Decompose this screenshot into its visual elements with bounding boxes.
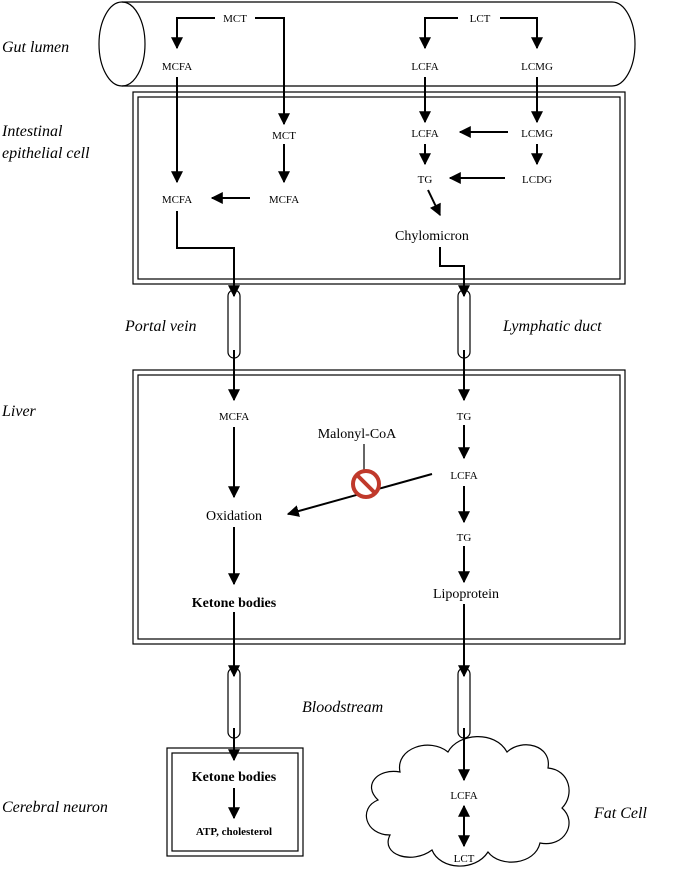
region-cerebral-neuron: Cerebral neuron — [2, 799, 108, 816]
liver-box — [132, 369, 626, 645]
liver-arrows — [228, 425, 470, 586]
gut-mcfa: MCFA — [162, 61, 192, 73]
int-lcmg: LCMG — [521, 128, 553, 140]
liver-mcfa: MCFA — [219, 411, 249, 423]
int-mcfa-left: MCFA — [162, 194, 192, 206]
region-fat-cell: Fat Cell — [593, 805, 647, 822]
liver-lipoprotein: Lipoprotein — [433, 587, 499, 602]
fat-cell-cloud — [365, 736, 570, 867]
intestinal-arrows — [176, 126, 543, 298]
region-intestinal-line2: epithelial cell — [2, 145, 90, 162]
gut-lcfa: LCFA — [411, 61, 438, 73]
fat-lct: LCT — [454, 853, 475, 865]
region-gut-lumen: Gut lumen — [2, 39, 69, 56]
int-mcfa-right: MCFA — [269, 194, 299, 206]
gut-lcmg: LCMG — [521, 61, 553, 73]
int-lcdg: LCDG — [522, 174, 552, 186]
fat-lcfa: LCFA — [450, 790, 477, 802]
gut-lct: LCT — [470, 13, 491, 25]
vessel-arrows — [228, 350, 470, 402]
gut-mct: MCT — [223, 13, 247, 25]
int-mct: MCT — [272, 130, 296, 142]
region-lymphatic-duct: Lymphatic duct — [502, 318, 602, 335]
liver-oxidation: Oxidation — [206, 509, 262, 524]
neuron-atp-cholesterol: ATP, cholesterol — [196, 826, 272, 838]
intestinal-cell-box — [132, 91, 626, 285]
liver-lcfa: LCFA — [450, 470, 477, 482]
liver-ketone-bodies: Ketone bodies — [192, 596, 277, 611]
gut-lumen-tube — [98, 1, 636, 87]
int-tg: TG — [418, 174, 433, 186]
liver-tg-bottom: TG — [457, 532, 472, 544]
neuron-ketone-bodies: Ketone bodies — [192, 770, 277, 785]
liver-malonyl-coa: Malonyl-CoA — [318, 427, 397, 442]
region-bloodstream: Bloodstream — [302, 699, 383, 716]
liver-tg-top: TG — [457, 411, 472, 423]
region-intestinal-line1: Intestinal — [1, 123, 63, 140]
region-liver: Liver — [1, 403, 37, 420]
int-lcfa: LCFA — [411, 128, 438, 140]
vessel-tubes — [227, 289, 471, 739]
int-chylomicron: Chylomicron — [395, 229, 469, 244]
region-portal-vein: Portal vein — [124, 318, 197, 335]
inhibition-icon — [351, 469, 381, 499]
gut-arrows — [171, 17, 543, 184]
bloodstream-arrows — [228, 604, 470, 848]
